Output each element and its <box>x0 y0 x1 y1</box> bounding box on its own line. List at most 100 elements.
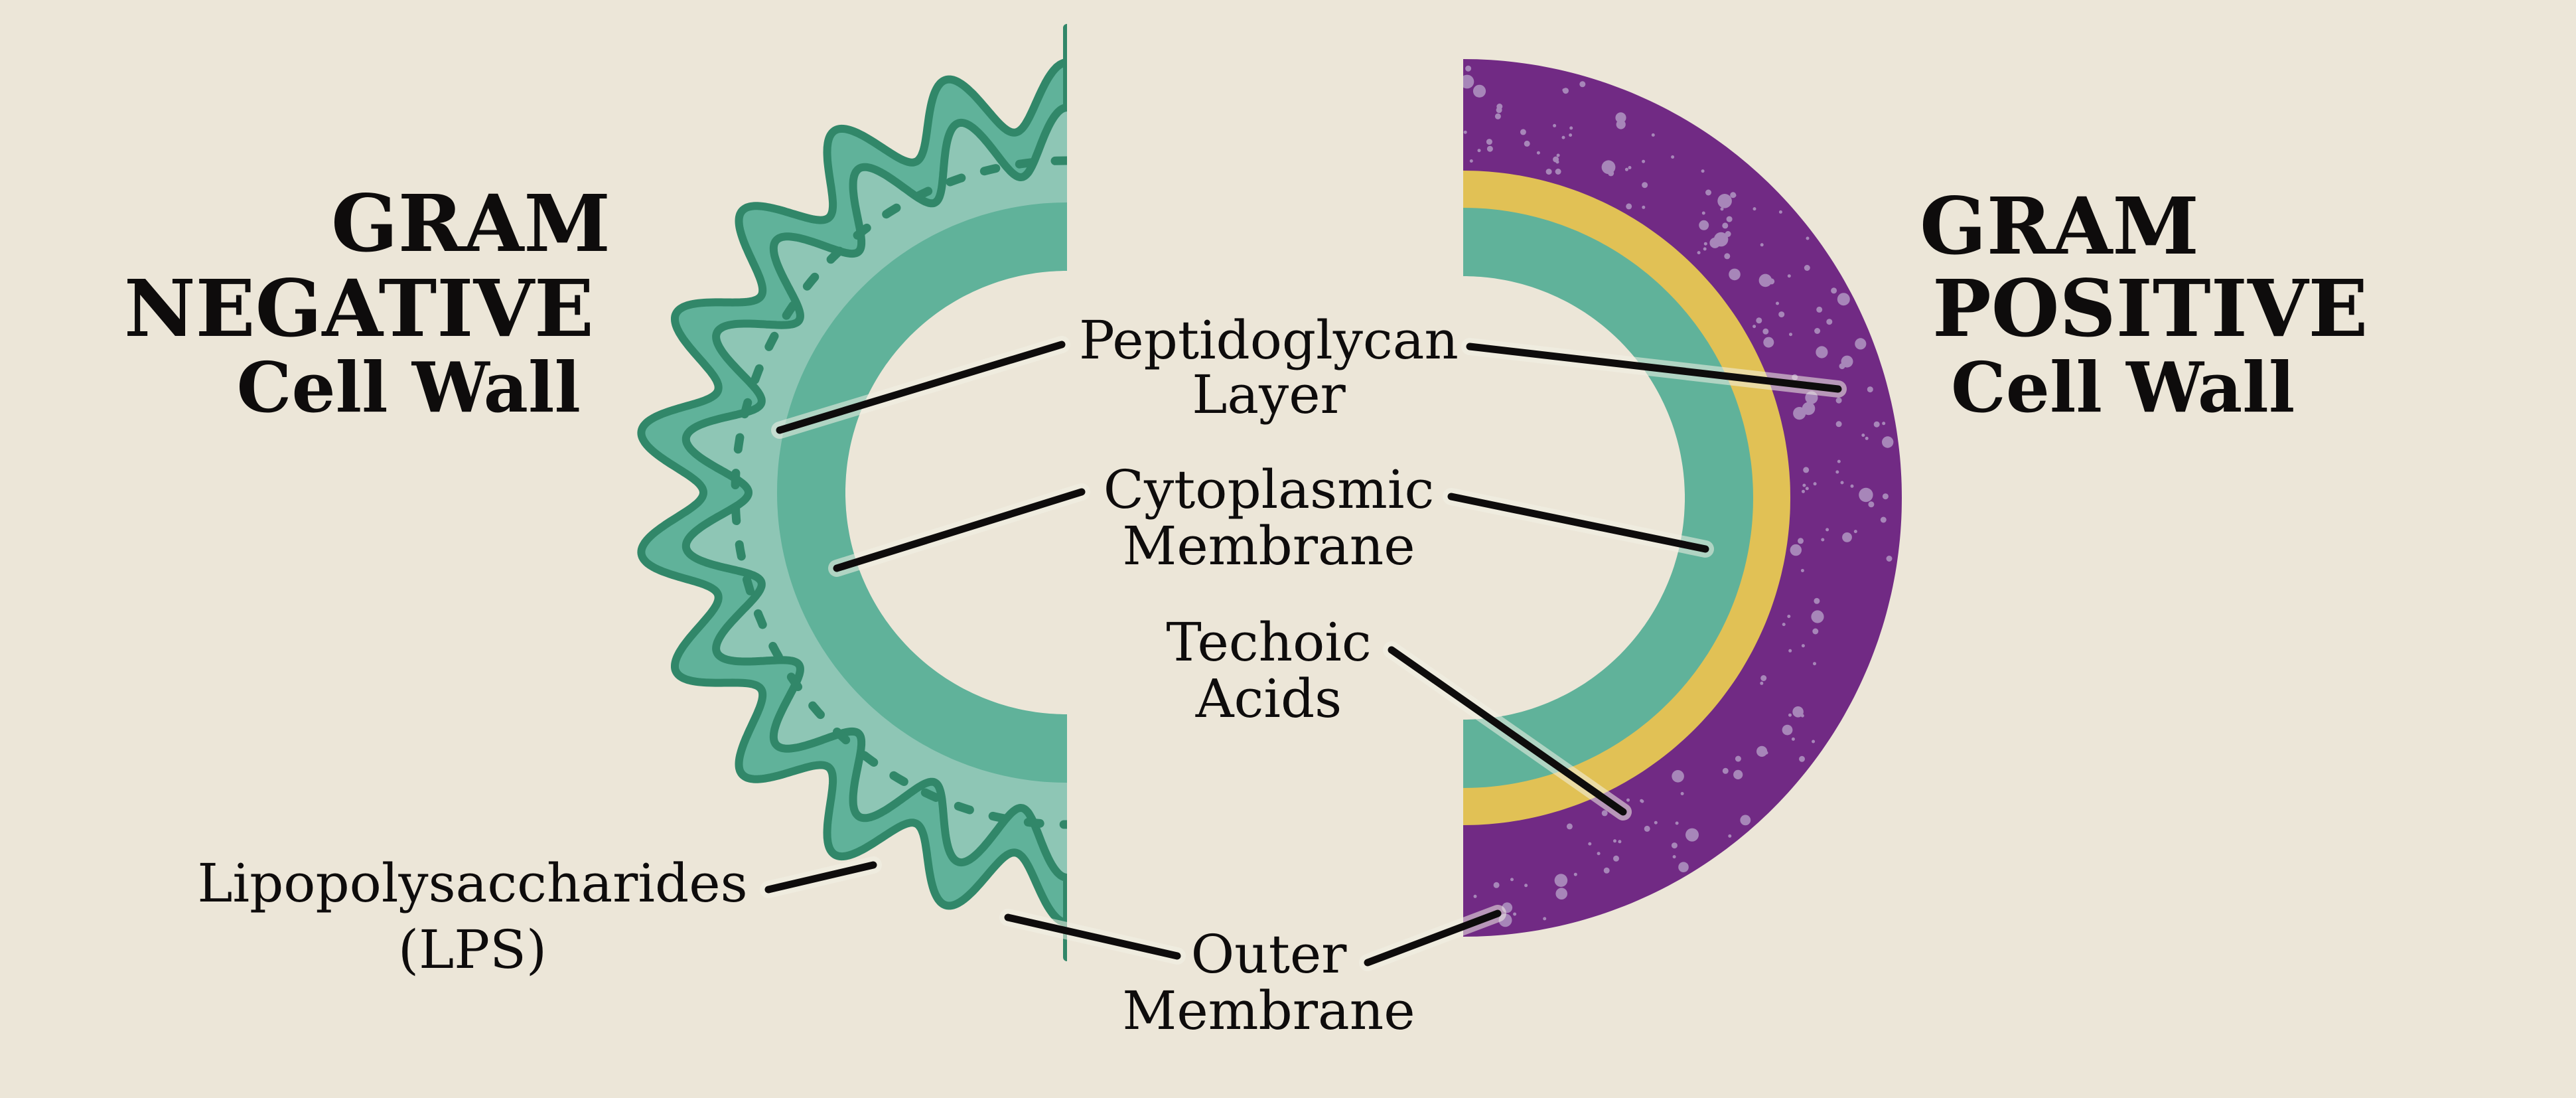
gram-positive-title: GRAM POSITIVE Cell Wall <box>1920 180 2368 428</box>
peptidoglycan-dot <box>1811 610 1824 623</box>
leader-peptidoglycan-negative <box>771 336 1070 439</box>
peptidoglycan-dot <box>1573 872 1577 876</box>
peptidoglycan-dot <box>1566 823 1573 830</box>
peptidoglycan-dot <box>1671 842 1678 849</box>
peptidoglycan-dot <box>1762 328 1769 335</box>
peptidoglycan-dot <box>1802 489 1805 493</box>
peptidoglycan-dot <box>1802 483 1806 487</box>
peptidoglycan-dot <box>1494 113 1501 119</box>
peptidoglycan-dot <box>1672 770 1684 783</box>
label-techoic-line1: Techoic <box>1166 611 1371 673</box>
peptidoglycan-dot <box>1865 436 1869 440</box>
peptidoglycan-dot <box>1816 346 1828 358</box>
peptidoglycan-dot <box>1882 422 1886 426</box>
peptidoglycan-dot <box>1768 343 1772 347</box>
peptidoglycan-dot <box>1799 755 1805 762</box>
peptidoglycan-dot <box>1812 740 1816 744</box>
peptidoglycan-dot <box>1841 355 1853 368</box>
label-lps-line2: (LPS) <box>398 919 547 980</box>
gram-negative-cytoplasm <box>845 271 1067 714</box>
peptidoglycan-dot <box>1861 433 1865 437</box>
peptidoglycan-dot <box>1493 882 1500 888</box>
peptidoglycan-dot <box>1801 644 1805 648</box>
peptidoglycan-dot <box>1703 247 1707 251</box>
label-peptidoglycan-line1: Peptidoglycan <box>1079 309 1459 371</box>
peptidoglycan-dot <box>1524 140 1530 147</box>
peptidoglycan-dot <box>1850 484 1854 488</box>
peptidoglycan-dot <box>1787 615 1791 618</box>
peptidoglycan-dot <box>1816 306 1823 313</box>
peptidoglycan-dot <box>1465 65 1472 72</box>
peptidoglycan-dot <box>1543 917 1547 921</box>
peptidoglycan-dot <box>1814 597 1820 604</box>
peptidoglycan-dot <box>1486 145 1493 152</box>
peptidoglycan-dot <box>1886 556 1893 562</box>
peptidoglycan-dot <box>1601 160 1616 175</box>
peptidoglycan-dot <box>1782 724 1793 736</box>
gram-positive-title-line3: Cell Wall <box>1951 347 2295 428</box>
peptidoglycan-dot <box>1642 205 1646 209</box>
peptidoglycan-dot <box>1701 169 1705 173</box>
peptidoglycan-dot <box>1713 232 1729 247</box>
peptidoglycan-dot <box>1601 810 1608 817</box>
leader-line <box>1364 909 1502 967</box>
peptidoglycan-dot <box>1486 139 1492 145</box>
peptidoglycan-dot <box>1699 220 1709 230</box>
peptidoglycan-dot <box>1615 112 1626 123</box>
peptidoglycan-dot <box>1806 236 1810 240</box>
peptidoglycan-dot <box>1821 538 1825 542</box>
peptidoglycan-dot <box>1813 482 1817 486</box>
leader-line <box>1004 913 1181 960</box>
peptidoglycan-dot <box>1671 155 1675 159</box>
peptidoglycan-dot <box>1800 569 1804 572</box>
peptidoglycan-dot <box>1803 467 1810 473</box>
label-outer-line2: Membrane <box>1122 980 1415 1042</box>
peptidoglycan-dot <box>1730 192 1737 198</box>
label-techoic-line2: Acids <box>1195 668 1342 730</box>
peptidoglycan-dot <box>1678 862 1689 872</box>
gram-positive-title-line2: POSITIVE <box>1932 262 2368 354</box>
peptidoglycan-dot <box>1510 878 1514 882</box>
peptidoglycan-dot <box>1579 81 1586 88</box>
gram-negative-title-line3: Cell Wall <box>237 347 581 428</box>
peptidoglycan-dot <box>1613 839 1616 843</box>
peptidoglycan-dot <box>1758 274 1772 287</box>
peptidoglycan-dot <box>1520 129 1526 135</box>
peptidoglycan-dot <box>1735 755 1741 762</box>
peptidoglycan-dot <box>1813 662 1816 666</box>
gram-negative-cell-wall <box>637 24 1067 961</box>
peptidoglycan-dot <box>1778 311 1785 318</box>
peptidoglycan-dot <box>1642 182 1648 189</box>
peptidoglycan-dot <box>1776 301 1779 305</box>
peptidoglycan-dot <box>1782 623 1786 627</box>
peptidoglycan-dot <box>1555 169 1561 175</box>
peptidoglycan-dot <box>1640 799 1644 803</box>
peptidoglycan-dot <box>1561 135 1565 139</box>
peptidoglycan-dot <box>1642 159 1646 163</box>
gram-negative-title: GRAM NEGATIVE Cell Wall <box>124 177 610 428</box>
peptidoglycan-dot <box>1729 268 1741 281</box>
peptidoglycan-dot <box>1697 251 1701 255</box>
peptidoglycan-dot <box>1473 894 1477 898</box>
peptidoglycan-dot <box>1680 792 1684 795</box>
peptidoglycan-dot <box>1726 216 1733 222</box>
peptidoglycan-dot <box>1789 333 1792 337</box>
peptidoglycan-dot <box>1835 421 1842 428</box>
gram-positive-title-line1: GRAM <box>1920 180 2199 272</box>
peptidoglycan-dot <box>1603 867 1610 874</box>
peptidoglycan-dot <box>1616 119 1626 129</box>
peptidoglycan-dot <box>1873 421 1880 428</box>
label-lps-line1: Lipopolysaccharides <box>197 852 747 914</box>
peptidoglycan-dot <box>1814 328 1821 334</box>
peptidoglycan-dot <box>1524 884 1528 888</box>
peptidoglycan-dot <box>1756 745 1768 757</box>
peptidoglycan-dot <box>1463 130 1467 134</box>
leader-lines <box>760 336 1847 971</box>
peptidoglycan-dot <box>1588 842 1592 846</box>
peptidoglycan-dot <box>1613 855 1619 862</box>
peptidoglycan-dot <box>1855 338 1867 350</box>
peptidoglycan-dot <box>1672 855 1676 859</box>
gram-negative-title-line1: GRAM <box>331 177 610 270</box>
